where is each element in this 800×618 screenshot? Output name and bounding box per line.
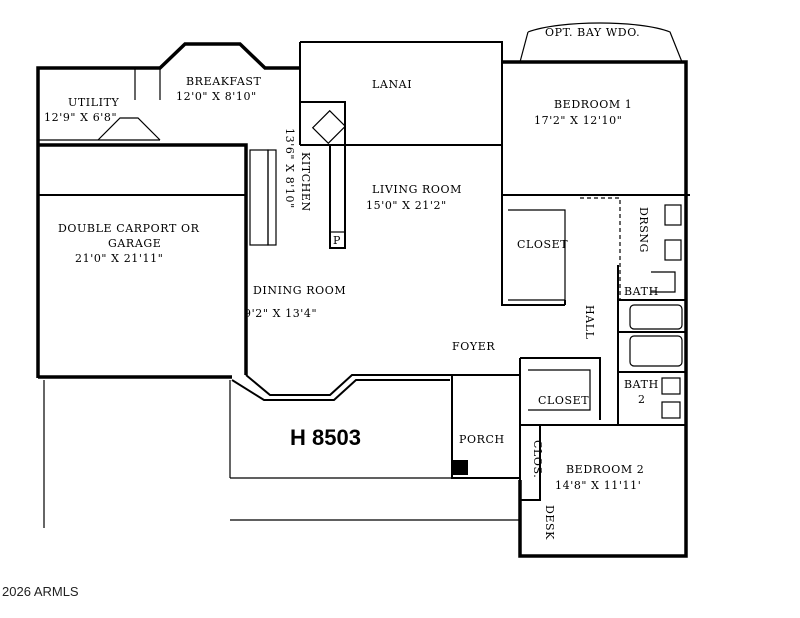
bath1-label: BATH bbox=[624, 285, 659, 298]
carport-name: DOUBLE CARPORT OR bbox=[58, 222, 200, 235]
dining-name: DINING ROOM bbox=[253, 284, 346, 297]
pantry-label: P bbox=[333, 234, 341, 247]
closet1-label: CLOSET bbox=[517, 238, 568, 251]
drsng-label: DRSNG bbox=[637, 207, 650, 253]
utility-name: UTILITY bbox=[68, 96, 120, 109]
utility-size: 12'9" X 6'8" bbox=[44, 111, 117, 124]
porch-label: PORCH bbox=[459, 433, 505, 446]
plan-id: H 8503 bbox=[290, 425, 361, 450]
bedroom1-size: 17'2" X 12'10" bbox=[534, 114, 622, 127]
bedroom2-name: BEDROOM 2 bbox=[566, 463, 644, 476]
kitchen-size: 13'6" X 8'10" bbox=[283, 128, 296, 209]
foyer-label: FOYER bbox=[452, 340, 495, 353]
room-labels: UTILITY 12'9" X 6'8" BREAKFAST 12'0" X 8… bbox=[44, 26, 659, 540]
living-size: 15'0" X 21'2" bbox=[366, 199, 447, 212]
bedroom2-size: 14'8" X 11'11' bbox=[555, 479, 641, 492]
carport-name2: GARAGE bbox=[108, 237, 161, 250]
carport-size: 21'0" X 21'11" bbox=[75, 252, 163, 265]
hall-label: HALL bbox=[583, 305, 596, 340]
bath2-label: BATH bbox=[624, 378, 659, 391]
fixtures bbox=[249, 22, 683, 475]
desk-label: DESK bbox=[543, 505, 556, 540]
copyright-text: 2026 ARMLS bbox=[2, 584, 79, 599]
bath2-number: 2 bbox=[638, 393, 646, 406]
kitchen-name: KITCHEN bbox=[299, 152, 312, 212]
clos-label: CLOS. bbox=[531, 440, 544, 478]
closet2-label: CLOSET bbox=[538, 394, 589, 407]
living-name: LIVING ROOM bbox=[372, 183, 462, 196]
bedroom1-name: BEDROOM 1 bbox=[554, 98, 632, 111]
breakfast-size: 12'0" X 8'10" bbox=[176, 90, 257, 103]
dining-size: 9'2" X 13'4" bbox=[244, 307, 317, 320]
breakfast-name: BREAKFAST bbox=[186, 75, 262, 88]
opt-bay-label: OPT. BAY WDO. bbox=[545, 26, 640, 39]
lanai-name: LANAI bbox=[372, 78, 412, 91]
